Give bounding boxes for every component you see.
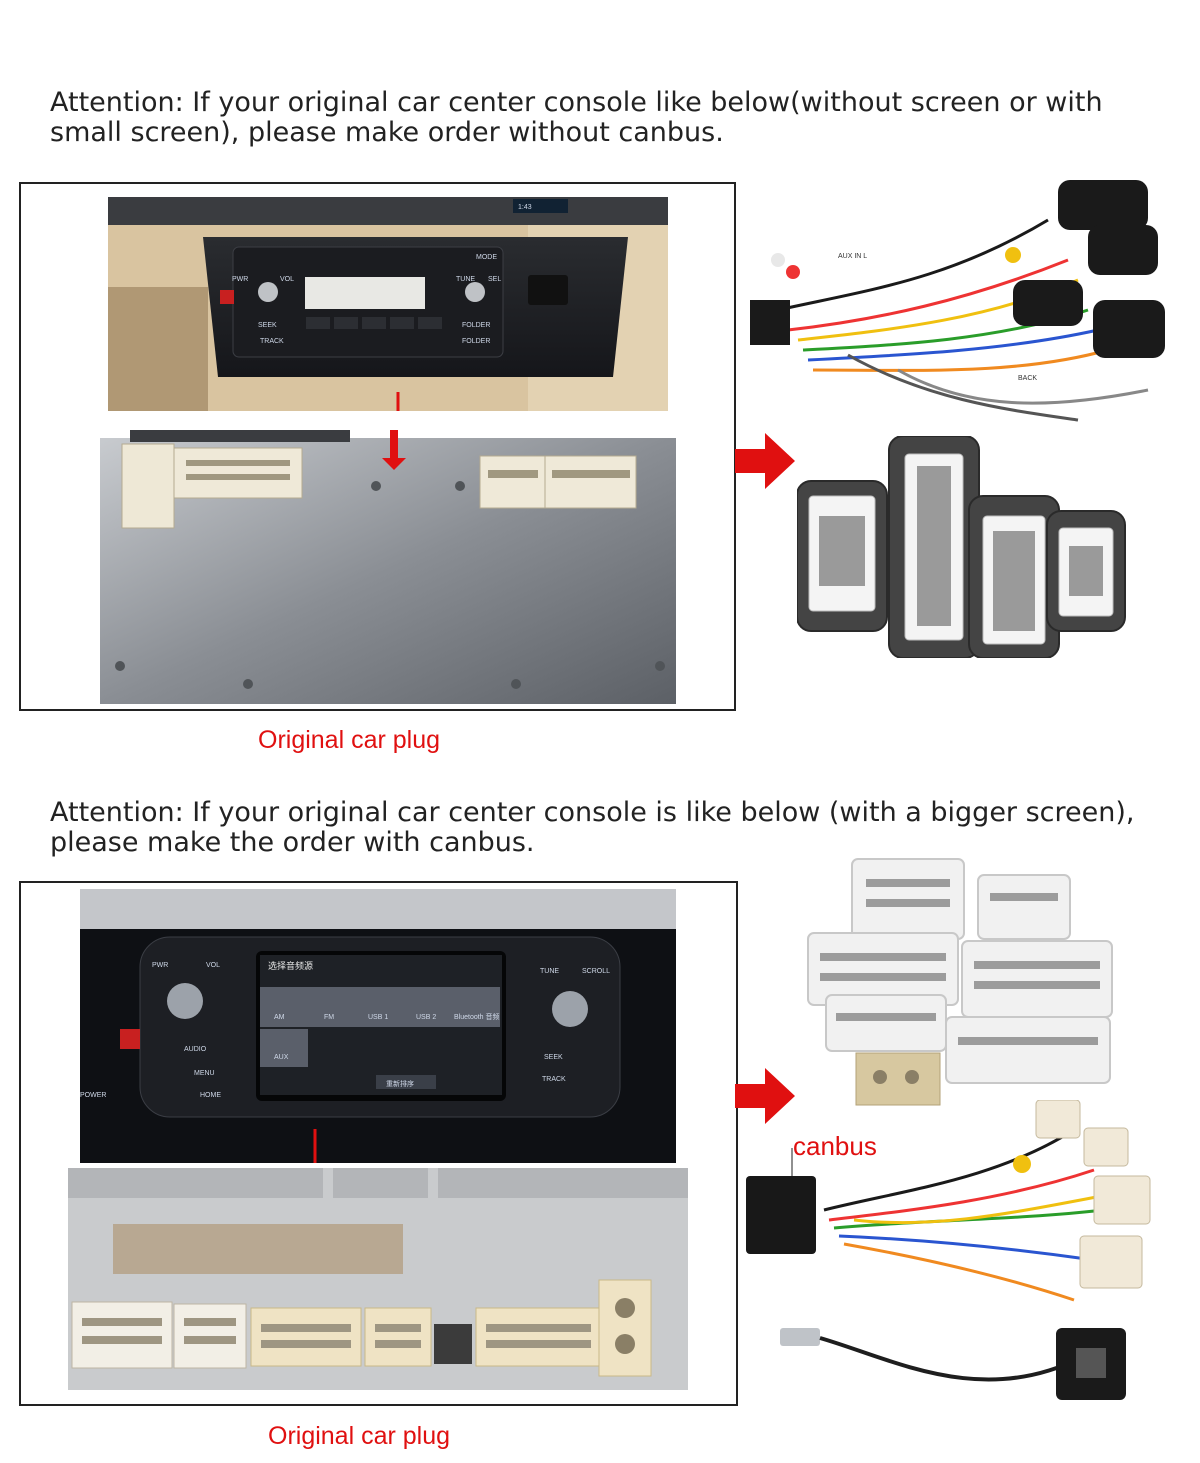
source-usb1: USB 1 (368, 1014, 388, 1021)
canbus-harness-photo (746, 1100, 1151, 1302)
sel-label: SEL (488, 276, 501, 283)
scroll-label: SCROLL (582, 968, 610, 975)
folder-label: FOLDER (462, 322, 490, 329)
console-photo-small-screen: 1:43 PWR VOL TUNE SEL MODE SEEK TRACK FO… (108, 197, 668, 411)
attention-text-no-canbus: Attention: If your original car center c… (50, 87, 1103, 148)
radio-back-panel-photo-2 (68, 1168, 688, 1390)
seek-label: SEEK (258, 322, 277, 329)
vol-label: VOL (280, 276, 294, 283)
source-aux: AUX (274, 1054, 289, 1061)
source-fm: FM (324, 1014, 334, 1021)
arrow-down-icon (382, 430, 406, 470)
screen-title: 选择音频源 (268, 960, 313, 971)
arrow-right-icon (735, 433, 795, 489)
original-car-plug-caption-2: Original car plug (268, 1422, 451, 1450)
source-usb2: USB 2 (416, 1014, 436, 1021)
source-bluetooth: Bluetooth 音频 (454, 1012, 500, 1021)
power-label: POWER (80, 1092, 106, 1099)
vol-label-2: VOL (206, 962, 220, 969)
foam-connectors-photo (797, 436, 1126, 658)
mode-label: MODE (476, 254, 497, 261)
pwr-label-2: PWR (152, 962, 168, 969)
original-car-plug-caption-1: Original car plug (258, 726, 441, 754)
folder-label-2: FOLDER (462, 338, 490, 345)
home-label: HOME (200, 1092, 221, 1099)
radio-back-panel-photo-1 (100, 430, 676, 704)
pwr-label: PWR (232, 276, 248, 283)
console-photo-big-screen: 选择音频源 AM FM USB 1 USB 2 Bluetooth 音频 AUX… (80, 889, 676, 1163)
canbus-label: canbus (793, 1131, 877, 1161)
track-label: TRACK (260, 338, 284, 345)
arrow-right-icon-2 (735, 1068, 795, 1124)
seek-label-2: SEEK (544, 1054, 563, 1061)
tune-label-2: TUNE (540, 968, 559, 975)
back-label: BACK (1018, 375, 1037, 382)
source-am: AM (274, 1014, 285, 1021)
track-label-2: TRACK (542, 1076, 566, 1083)
sort-button: 重新排序 (386, 1079, 414, 1088)
usb-cable-photo (780, 1328, 1126, 1400)
aux-in-label: AUX IN L (838, 253, 867, 260)
audio-label: AUDIO (184, 1046, 207, 1053)
tune-label: TUNE (456, 276, 475, 283)
menu-label: MENU (194, 1070, 215, 1077)
wiring-harness-photo-no-canbus: AUX IN L BACK (750, 180, 1165, 422)
clock-display: 1:43 (518, 204, 532, 211)
white-connectors-photo (807, 858, 1113, 1106)
attention-text-with-canbus: Attention: If your original car center c… (50, 797, 1135, 858)
